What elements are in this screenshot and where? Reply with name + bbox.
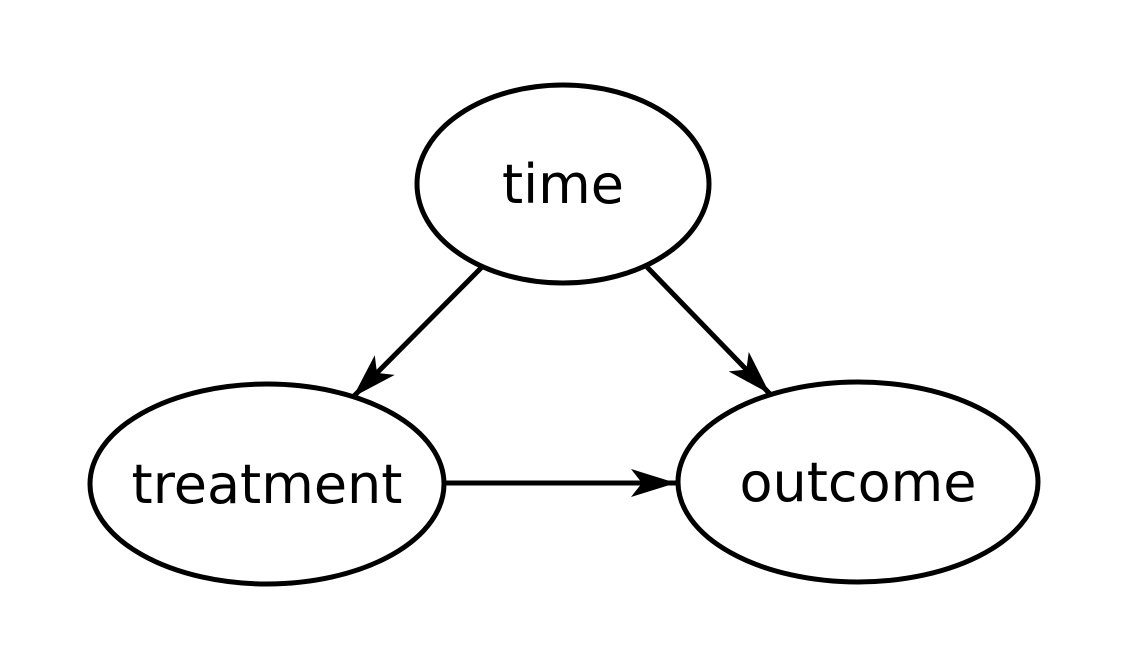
- edge-time-to-outcome: [645, 265, 772, 396]
- node-label-outcome: outcome: [740, 451, 977, 514]
- node-ellipse-outcome: [675, 379, 1041, 585]
- node-label-time: time: [502, 153, 624, 216]
- node-ellipse-treatment: [87, 381, 447, 587]
- node-label-treatment: treatment: [132, 453, 403, 516]
- node-ellipse-time: [414, 82, 712, 286]
- edge-time-to-treatment: [351, 265, 484, 399]
